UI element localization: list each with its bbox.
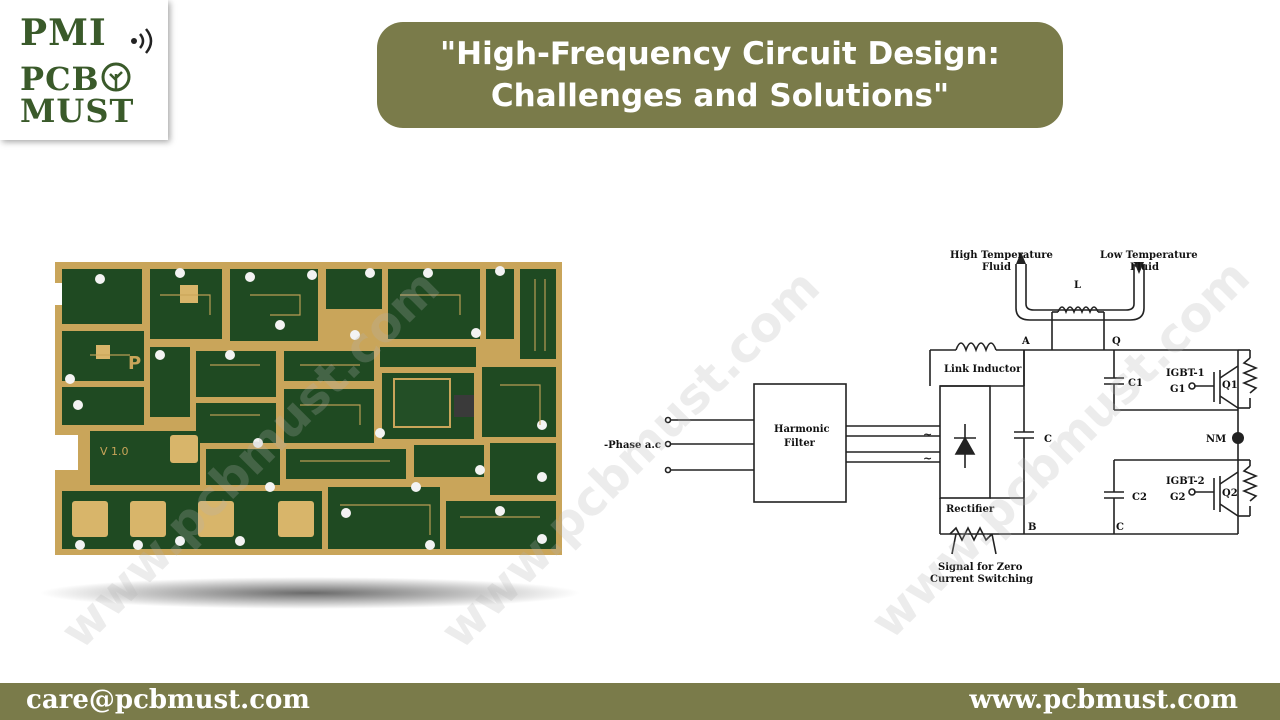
label-signal-2: Current Switching — [930, 574, 1033, 585]
label-node-a: A — [1021, 336, 1030, 347]
label-inductor-l: L — [1074, 280, 1081, 291]
label-cap-c: C — [1044, 434, 1052, 445]
label-igbt1: IGBT-1 — [1166, 368, 1205, 379]
signal-icon — [131, 28, 153, 54]
label-node-q: Q — [1112, 336, 1121, 347]
pcb-board-image: V 1.0 P — [30, 255, 590, 615]
label-node-b: B — [1028, 522, 1036, 533]
logo-line-1: PMI — [20, 12, 107, 54]
label-harmonic-1: Harmonic — [774, 424, 830, 435]
logo-line-3: MUST — [20, 92, 135, 130]
svg-text:~: ~ — [923, 452, 932, 465]
label-high-temp-2: Fluid — [982, 262, 1011, 273]
label-phase: -Phase a.c — [604, 440, 661, 451]
footer: care@pcbmust.com www.pcbmust.com — [0, 683, 1280, 720]
label-node-c: C — [1116, 522, 1124, 533]
label-igbt2: IGBT-2 — [1166, 476, 1205, 487]
label-harmonic-2: Filter — [784, 438, 816, 449]
logo-line-2: PCB — [20, 60, 100, 98]
pcb-board-label: V 1.0 — [100, 445, 129, 458]
label-high-temp-1: High Temperature — [950, 250, 1053, 261]
label-q1: Q1 — [1222, 380, 1238, 391]
footer-email[interactable]: care@pcbmust.com — [26, 685, 310, 715]
footer-website[interactable]: www.pcbmust.com — [969, 685, 1238, 715]
label-cap-c2: C2 — [1132, 492, 1147, 503]
label-q2: Q2 — [1222, 488, 1238, 499]
pcb-logo-p: P — [128, 353, 141, 374]
logo: PMI PCB MUST — [0, 0, 168, 140]
label-g2: G2 — [1170, 492, 1186, 503]
label-nm: NM — [1206, 434, 1226, 445]
label-signal-1: Signal for Zero — [938, 562, 1023, 573]
circuit-diagram: ~ ~ High Temperature Fluid Low Temperatu… — [598, 238, 1278, 598]
label-link-inductor: Link Inductor — [944, 364, 1022, 375]
label-cap-c1: C1 — [1128, 378, 1143, 389]
tree-icon — [101, 62, 131, 92]
title-line-1: "High-Frequency Circuit Design: — [440, 36, 1000, 72]
page-title: "High-Frequency Circuit Design: Challeng… — [377, 22, 1063, 128]
label-g1: G1 — [1170, 384, 1186, 395]
label-low-temp-1: Low Temperature — [1100, 250, 1198, 261]
label-rectifier: Rectifier — [946, 504, 995, 515]
title-line-2: Challenges and Solutions" — [490, 78, 950, 114]
svg-text:~: ~ — [923, 428, 932, 441]
label-low-temp-2: Fluid — [1130, 262, 1159, 273]
